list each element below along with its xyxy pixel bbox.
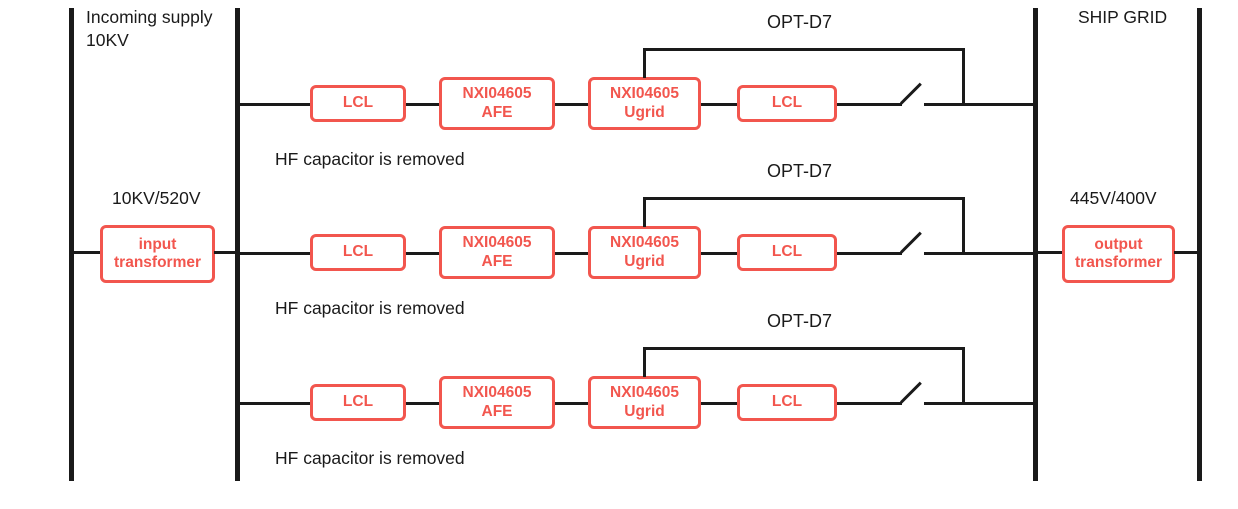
wire-lcl-to-afe bbox=[406, 402, 440, 405]
ugrid-model-label: NXI04605 bbox=[610, 85, 679, 103]
afe-type-label: AFE bbox=[481, 402, 513, 420]
input-transformer-label-line1: input bbox=[138, 235, 177, 253]
wire-lcl-to-switch bbox=[837, 252, 902, 255]
opt-d7-loop-drop bbox=[962, 347, 965, 404]
lcl-output-filter-box: LCL bbox=[737, 85, 837, 122]
afe-converter-box: NXI04605 AFE bbox=[439, 226, 555, 279]
input-transformer-box: input transformer bbox=[100, 225, 215, 283]
ugrid-type-label: Ugrid bbox=[624, 103, 665, 121]
wire-afe-to-ugrid bbox=[555, 103, 589, 106]
disconnect-switch-blade bbox=[899, 231, 922, 254]
wire-busbar-to-lcl bbox=[237, 402, 311, 405]
opt-d7-label: OPT-D7 bbox=[767, 12, 833, 32]
opt-d7-loop-drop bbox=[962, 197, 965, 254]
lcl-output-filter-box: LCL bbox=[737, 234, 837, 271]
opt-d7-label: OPT-D7 bbox=[767, 311, 833, 331]
lcl-input-filter-box: LCL bbox=[310, 234, 406, 271]
opt-d7-loop-riser bbox=[643, 347, 646, 377]
wire-switch-to-busbar bbox=[924, 252, 1035, 255]
afe-model-label: NXI04605 bbox=[462, 384, 532, 402]
output-busbar bbox=[1033, 8, 1038, 481]
lcl-input-label: LCL bbox=[342, 94, 374, 112]
ugrid-model-label: NXI04605 bbox=[610, 384, 679, 402]
disconnect-switch-blade bbox=[899, 381, 922, 404]
afe-converter-box: NXI04605 AFE bbox=[439, 77, 555, 130]
wire-lcl-to-afe bbox=[406, 103, 440, 106]
wire-busbar-to-output-transformer bbox=[1036, 251, 1063, 254]
opt-d7-loop-riser bbox=[643, 48, 646, 78]
hf-capacitor-note: HF capacitor is removed bbox=[275, 149, 465, 169]
output-transformer-label-line2: transformer bbox=[1075, 254, 1162, 271]
wire-afe-to-ugrid bbox=[555, 252, 589, 255]
incoming-supply-line1: Incoming supply bbox=[86, 7, 213, 27]
lcl-input-label: LCL bbox=[342, 243, 374, 261]
ugrid-converter-box: NXI04605 Ugrid bbox=[588, 226, 701, 279]
converter-branch-2: LCL NXI04605 AFE NXI04605 Ugrid LCL OPT-… bbox=[237, 159, 1035, 329]
wire-ugrid-to-lcl bbox=[701, 252, 738, 255]
afe-type-label: AFE bbox=[481, 103, 513, 121]
converter-branch-1: LCL NXI04605 AFE NXI04605 Ugrid LCL OPT-… bbox=[237, 10, 1035, 180]
ship-grid-label: SHIP GRID bbox=[1078, 7, 1168, 27]
lcl-input-filter-box: LCL bbox=[310, 85, 406, 122]
opt-d7-loop-top bbox=[643, 197, 965, 200]
disconnect-switch-blade bbox=[899, 82, 922, 105]
input-busbar bbox=[235, 8, 240, 481]
afe-converter-box: NXI04605 AFE bbox=[439, 376, 555, 429]
afe-model-label: NXI04605 bbox=[462, 234, 532, 252]
lcl-output-label: LCL bbox=[771, 243, 803, 261]
lcl-output-filter-box: LCL bbox=[737, 384, 837, 421]
wire-feeder-to-input-transformer bbox=[71, 251, 101, 254]
output-transformer-ratio-label: 445V/400V bbox=[1070, 188, 1157, 208]
afe-type-label: AFE bbox=[481, 252, 513, 270]
wire-switch-to-busbar bbox=[924, 103, 1035, 106]
wire-input-transformer-to-busbar bbox=[214, 251, 238, 254]
hf-capacitor-note: HF capacitor is removed bbox=[275, 448, 465, 468]
lcl-output-label: LCL bbox=[771, 94, 803, 112]
output-transformer-box: output transformer bbox=[1062, 225, 1175, 283]
wire-lcl-to-afe bbox=[406, 252, 440, 255]
lcl-output-label: LCL bbox=[771, 393, 803, 411]
wire-switch-to-busbar bbox=[924, 402, 1035, 405]
input-transformer-label-line2: transformer bbox=[114, 254, 201, 271]
incoming-supply-line2: 10KV bbox=[86, 30, 129, 50]
hf-capacitor-note: HF capacitor is removed bbox=[275, 298, 465, 318]
ugrid-converter-box: NXI04605 Ugrid bbox=[588, 77, 701, 130]
opt-d7-loop-drop bbox=[962, 48, 965, 105]
ship-grid-line bbox=[1197, 8, 1202, 481]
ugrid-converter-box: NXI04605 Ugrid bbox=[588, 376, 701, 429]
opt-d7-loop-top bbox=[643, 48, 965, 51]
input-transformer-ratio-label: 10KV/520V bbox=[112, 188, 201, 208]
ugrid-model-label: NXI04605 bbox=[610, 234, 679, 252]
ugrid-type-label: Ugrid bbox=[624, 252, 665, 270]
wire-lcl-to-switch bbox=[837, 402, 902, 405]
ugrid-type-label: Ugrid bbox=[624, 402, 665, 420]
incoming-feeder-line bbox=[69, 8, 74, 481]
lcl-input-label: LCL bbox=[342, 393, 374, 411]
wire-busbar-to-lcl bbox=[237, 252, 311, 255]
opt-d7-label: OPT-D7 bbox=[767, 161, 833, 181]
opt-d7-loop-top bbox=[643, 347, 965, 350]
converter-branch-3: LCL NXI04605 AFE NXI04605 Ugrid LCL OPT-… bbox=[237, 309, 1035, 479]
incoming-supply-label: Incoming supply 10KV bbox=[86, 6, 212, 52]
lcl-input-filter-box: LCL bbox=[310, 384, 406, 421]
wire-ugrid-to-lcl bbox=[701, 402, 738, 405]
wire-output-transformer-to-grid bbox=[1174, 251, 1200, 254]
output-transformer-label-line1: output bbox=[1094, 235, 1143, 253]
afe-model-label: NXI04605 bbox=[462, 85, 532, 103]
wire-ugrid-to-lcl bbox=[701, 103, 738, 106]
wire-afe-to-ugrid bbox=[555, 402, 589, 405]
opt-d7-loop-riser bbox=[643, 197, 646, 227]
wire-busbar-to-lcl bbox=[237, 103, 311, 106]
wire-lcl-to-switch bbox=[837, 103, 902, 106]
